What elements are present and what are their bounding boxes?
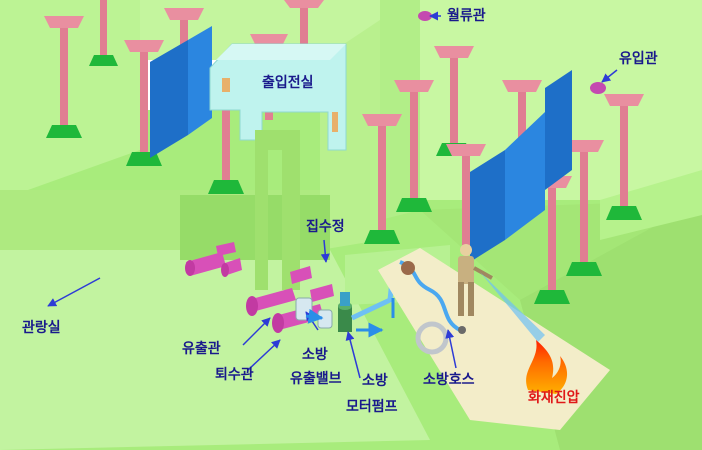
fire-valve-label-line2: 유출밸브 <box>290 371 342 387</box>
column <box>362 114 402 244</box>
sump-label: 집수정 <box>306 219 345 235</box>
fire-hose-label: 소방호스 <box>423 372 475 388</box>
gallery-room-label: 관랑실 <box>22 320 61 336</box>
pointer-lines <box>47 11 618 379</box>
column <box>502 80 542 166</box>
inflow-pipe-label: 유입관 <box>619 51 658 67</box>
fire-spray <box>480 272 568 394</box>
fire-pump-label-line2: 모터펌프 <box>346 399 398 415</box>
column <box>446 144 486 245</box>
overflow-pipe-label: 월류관 <box>447 8 486 24</box>
firefighter-figure <box>458 244 493 316</box>
drain-pipe-label: 퇴수관 <box>215 367 254 383</box>
fire-pump-label-line1: 소방 <box>362 373 388 389</box>
outflow-pipe-shape <box>246 288 296 316</box>
entrance-room-label: 출입전실 <box>262 75 314 91</box>
column <box>394 80 434 212</box>
column <box>89 0 118 66</box>
column <box>564 140 604 276</box>
column <box>604 94 644 220</box>
outflow-pipe-label: 유출관 <box>182 341 221 357</box>
blue-panels <box>150 26 572 262</box>
fire-valve-label-line1: 소방 <box>302 347 328 363</box>
column <box>44 16 84 138</box>
fire-suppression-label: 화재진압 <box>528 390 580 406</box>
motor-pump-shape <box>338 292 352 332</box>
entrance-room <box>209 43 347 290</box>
